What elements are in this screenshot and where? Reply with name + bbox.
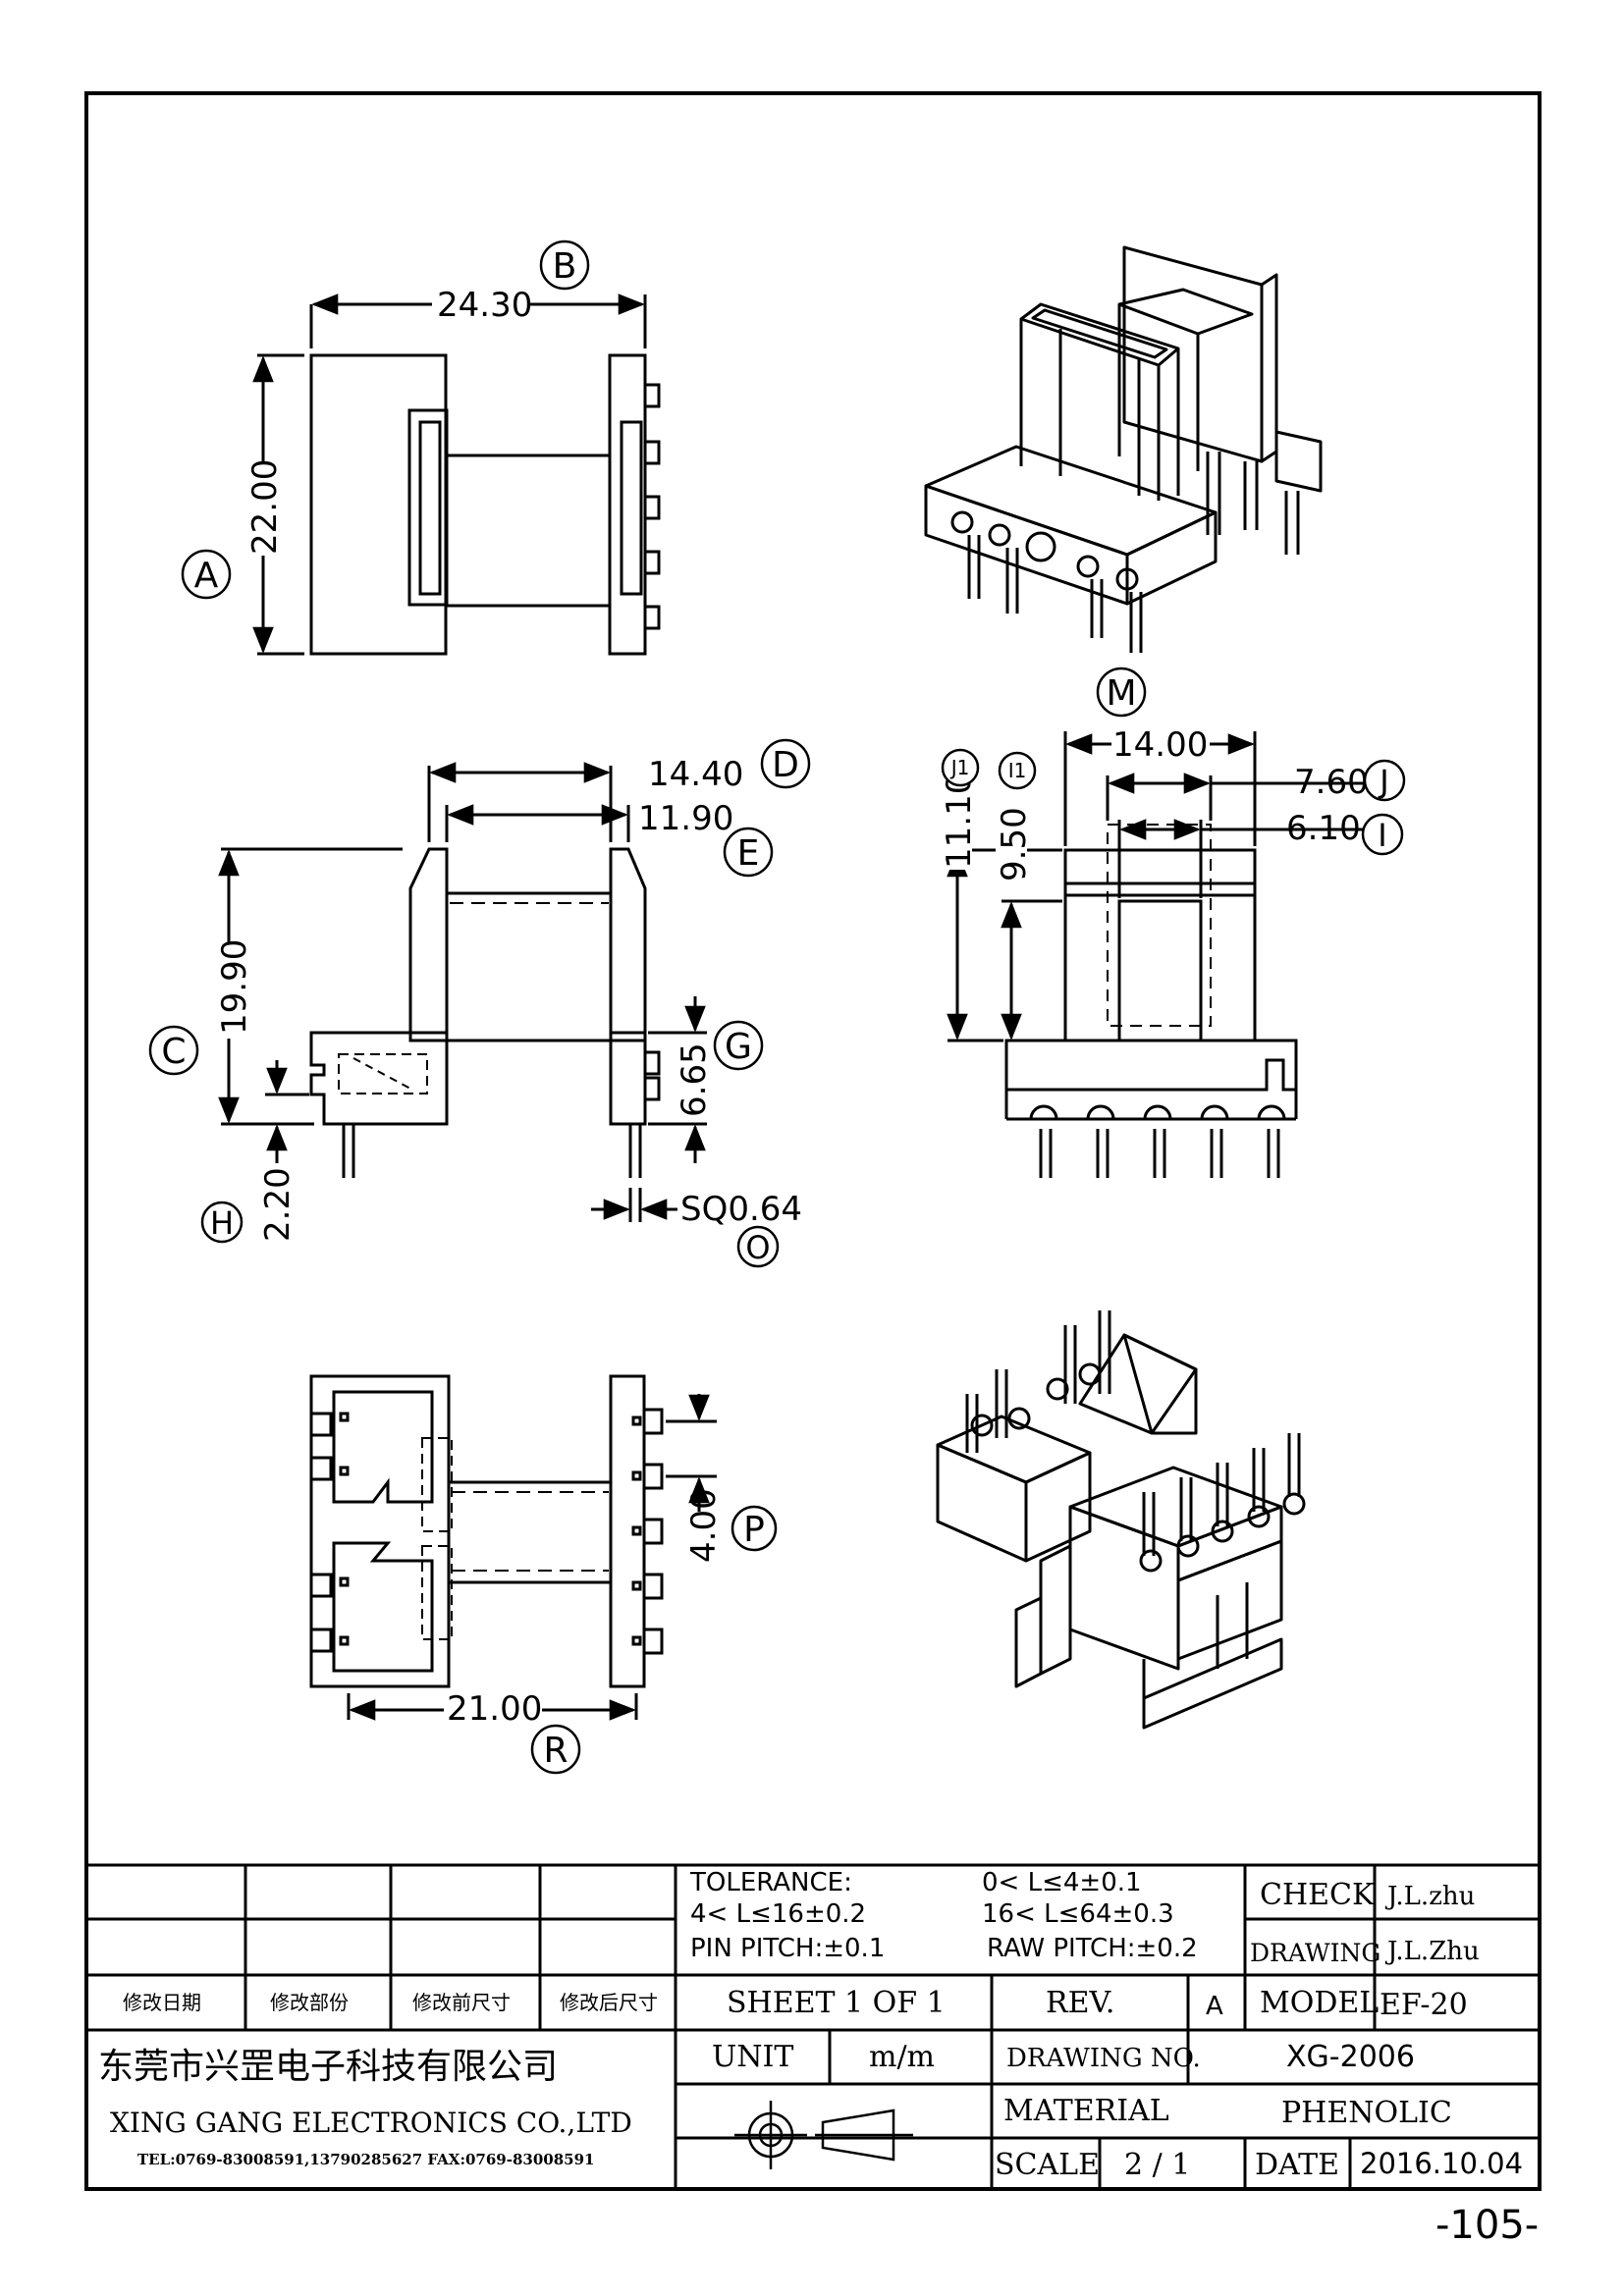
svg-text:E: E [737,833,760,874]
side-view [947,731,1365,1178]
label-r: R [530,1724,581,1775]
model-label: MODEL [1260,1986,1379,2020]
tolerance-range-3: 16< L≤64±0.3 [982,1899,1174,1929]
dim-e-value: 11.90 [638,799,733,838]
label-o: O [736,1225,780,1268]
svg-text:M: M [1106,673,1136,714]
dim-a-value: 22.00 [245,459,285,555]
dim-i-value: 6.10 [1286,809,1361,848]
check-label: CHECK [1260,1878,1375,1912]
tolerance-range-1: 0< L≤4±0.1 [982,1868,1142,1897]
material-label: MATERIAL [1003,2094,1169,2128]
tolerance-title: TOLERANCE: [689,1868,852,1897]
label-h: H [200,1201,244,1244]
dim-j-value: 7.60 [1294,763,1369,802]
svg-text:H: H [210,1204,234,1242]
svg-text:A: A [194,556,219,596]
dim-o-value: SQ0.64 [680,1190,802,1229]
date-label: DATE [1255,2148,1339,2182]
dim-d-value: 14.40 [648,755,743,794]
label-g: G [713,1020,764,1071]
dim-14-value: 14.00 [1112,725,1208,765]
rev-header-before: 修改前尺寸 [412,1991,511,2014]
page-number: -105- [1435,2203,1539,2248]
label-c: C [148,1025,199,1076]
label-i: I [1361,813,1404,856]
label-d: D [760,738,811,789]
svg-text:G: G [725,1027,752,1067]
svg-text:O: O [745,1229,770,1266]
drawing-label: DRAWING [1250,1939,1380,1967]
material-value: PHENOLIC [1281,2096,1452,2130]
dim-p-value: 4.00 [684,1488,724,1563]
raw-pitch: RAW PITCH:±0.2 [987,1934,1198,1963]
label-i1: I1 [998,751,1037,790]
pin-pitch: PIN PITCH:±0.1 [690,1934,885,1963]
svg-text:C: C [161,1032,186,1072]
svg-text:I1: I1 [1008,759,1027,782]
front-view [218,762,707,1222]
dim-b-value: 24.30 [437,286,532,325]
check-value: J.L.zhu [1384,1882,1475,1911]
rev-header-date: 修改日期 [123,1991,201,2014]
label-a: A [181,549,232,600]
bottom-view [309,1374,717,1721]
company-contact: TEL:0769-83008591,13790285627 FAX:0769-8… [137,2151,594,2168]
top-view [252,294,661,656]
unit-label: UNIT [712,2040,793,2074]
label-j: J [1363,759,1406,802]
svg-text:I: I [1378,817,1386,854]
sheet-count: SHEET 1 OF 1 [727,1986,946,2020]
isometric-view-bottom [936,1310,1306,1730]
scale-value: 2 / 1 [1124,2148,1190,2182]
unit-value: m/m [869,2040,935,2074]
rev-header-part: 修改部份 [270,1991,349,2014]
company-name-cn: 东莞市兴罡电子科技有限公司 [98,2047,558,2087]
drawing-value: J.L.Zhu [1384,1937,1480,1966]
svg-text:D: D [772,745,799,785]
dim-i1-value: 9.50 [995,807,1034,881]
svg-text:J: J [1378,763,1388,800]
dim-c-value: 19.90 [215,939,254,1035]
svg-text:P: P [743,1510,765,1550]
label-j1: J1 [941,748,980,787]
dim-h-value: 2.20 [258,1167,298,1242]
dim-g-value: 6.65 [675,1042,714,1117]
label-e: E [723,827,774,878]
drawing-no-value: XG-2006 [1286,2040,1415,2074]
company-name-en: XING GANG ELECTRONICS CO.,LTD [110,2107,632,2139]
rev-label: REV. [1046,1986,1114,2020]
svg-text:B: B [553,246,577,287]
scale-label: SCALE [995,2148,1100,2182]
dim-j1-value: 11.10 [940,774,979,869]
svg-text:J1: J1 [949,756,970,779]
label-m: M [1096,667,1147,718]
drawing-border [84,91,1542,2191]
rev-value: A [1206,1992,1223,2021]
tolerance-range-2: 4< L≤16±0.2 [690,1899,866,1929]
title-block-grid [86,1863,1540,2189]
label-b: B [539,240,590,291]
svg-text:R: R [543,1731,568,1771]
drawing-no-label: DRAWING NO. [1006,2044,1201,2073]
model-value: EF-20 [1380,1988,1468,2022]
projection-symbol [734,2101,913,2169]
label-p: P [731,1505,778,1552]
date-value: 2016.10.04 [1360,2147,1523,2180]
rev-header-after: 修改后尺寸 [560,1991,658,2014]
dim-r-value: 21.00 [447,1689,542,1729]
isometric-view-top [924,245,1323,653]
